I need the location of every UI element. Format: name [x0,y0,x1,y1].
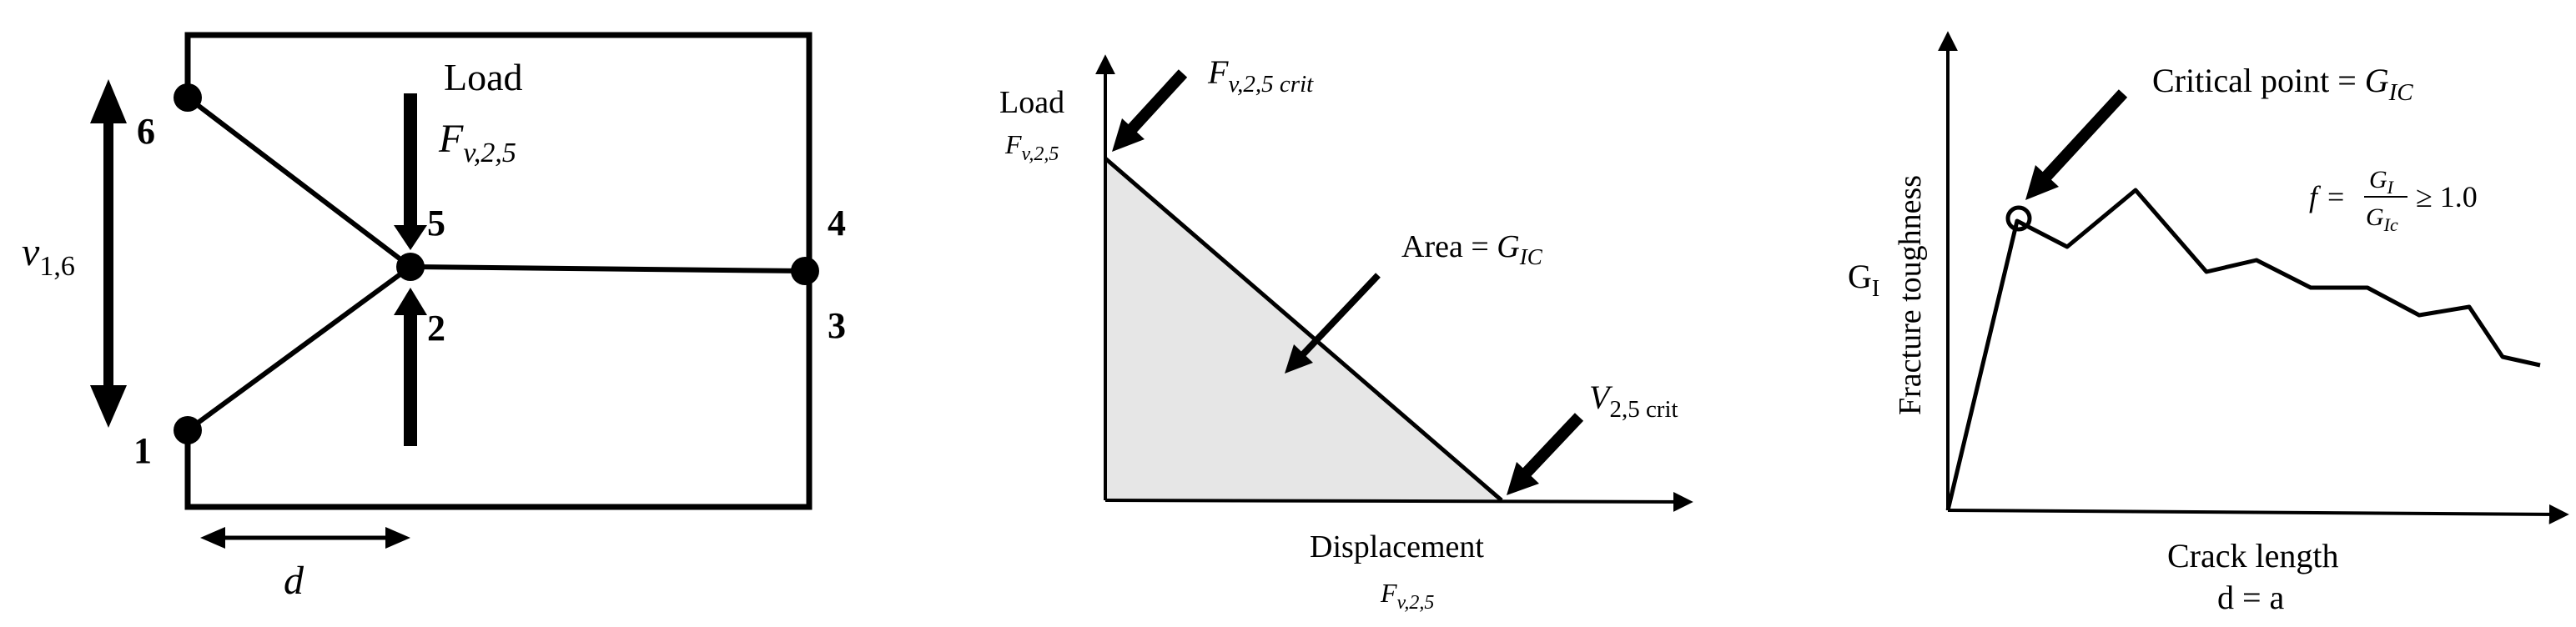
spring-5-6 [186,95,412,269]
crack-gap-mask [179,93,197,432]
node-label-1: 1 [133,430,152,471]
formula-equals: = [2327,180,2344,213]
formula-rhs: ≥ 1.0 [2416,180,2478,213]
y-axis-symbol: GI [1848,258,1879,302]
disp-crit-label: V2,5 crit [1589,379,1678,423]
x-axis-symbol: Fv,2,5 [1380,578,1434,614]
load-arrow-down-head [394,225,427,250]
y-axis-symbol: Fv,2,5 [1004,129,1059,165]
opening-arrow-top-head [90,79,127,123]
disp-crit-pointer-head [1507,462,1539,495]
peak-label: Fv,2,5 crit [1207,53,1314,98]
node-label-6: 6 [137,111,155,152]
peak-pointer-head [1112,118,1145,152]
width-arrow-right-head [385,527,410,549]
node-2-5 [396,253,425,281]
x-axis [1104,491,1693,512]
toughness-curve [1945,188,2541,511]
node-6 [174,83,202,112]
load-symbol: Fv,2,5 [438,117,516,168]
opening-arrow-bottom-head [90,385,127,428]
fracture-toughness-panel: Critical point = GIC ff = = GI GIc ≥ 1.0… [1848,31,2569,616]
load-displacement-panel: Load Fv,2,5 Fv,2,5 crit Area = GIC V2,5 … [999,53,1693,614]
load-label: Load [444,56,523,98]
opening-label: v1,6 [22,230,75,282]
element-diagram-panel: 6 1 5 2 4 3 Load Fv,2,5 v1,6 d [22,32,846,603]
node-label-4: 4 [828,203,846,243]
area-pointer-head [1285,344,1313,374]
disp-crit-pointer [1517,413,1584,481]
width-arrow-left-head [200,527,225,549]
x-axis-label: Displacement [1310,529,1484,564]
softening-line [1104,157,1503,502]
failure-formula: ff = = GI GIc ≥ 1.0 [2309,166,2478,235]
node-label-3: 3 [828,305,846,346]
load-arrow-up-head [394,288,427,315]
x-axis [1947,504,2569,524]
width-label: d [284,559,304,603]
area-pointer [1301,273,1381,357]
node-label-2: 2 [427,308,445,349]
peak-pointer [1123,69,1188,138]
spring-2-3 [410,264,806,273]
spring-1-2 [186,264,412,433]
node-1 [174,416,202,444]
x-axis-label: Crack length [2167,537,2339,574]
node-label-5: 5 [427,203,445,243]
y-axis-label: Fracture toughness [1893,175,1928,415]
x-axis-sub-label: d = a [2217,579,2285,616]
formula-numerator: GI [2369,166,2395,198]
critical-point-marker [2005,205,2032,232]
critical-pointer [2039,89,2128,183]
critical-pointer-head [2025,165,2059,200]
critical-point-label: Critical point = GIC [2152,62,2413,106]
area-label: Area = GIC [1401,229,1543,269]
node-3-4 [791,257,819,285]
formula-denominator: GIc [2366,203,2398,235]
y-axis-label: Load [999,85,1064,120]
